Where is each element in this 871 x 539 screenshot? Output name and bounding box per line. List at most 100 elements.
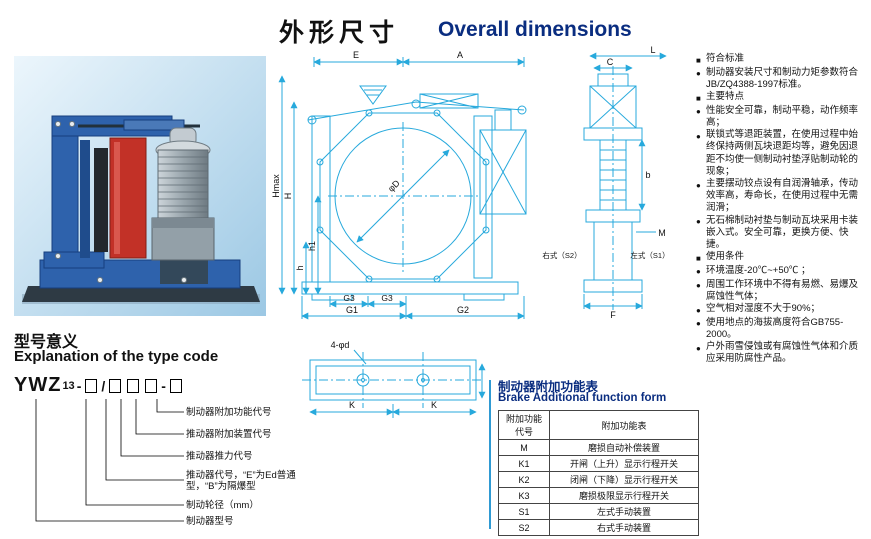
product-photo <box>14 56 266 316</box>
dim-label-h1: h1 <box>307 241 317 251</box>
dim-label-phi-d: φD <box>386 178 402 194</box>
list-item: ●制动器安装尺寸和制动力矩参数符合JB/ZQ4388-1997标准。 <box>696 66 859 90</box>
bullet-icon: ● <box>696 180 701 190</box>
cell-code: K3 <box>498 487 550 504</box>
brake-lever <box>80 140 90 258</box>
cell-desc: 闭闸（下降）显示行程开关 <box>549 471 699 488</box>
list-item: ●联锁式等退距装置，在使用过程中始终保持两侧瓦块退距均等，避免因退距不均使一侧制… <box>696 129 859 177</box>
bullet-icon: ● <box>696 305 701 315</box>
list-item: ●性能安全可靠，制动平稳，动作频率高； <box>696 104 859 129</box>
brake-shoe <box>94 148 108 252</box>
cell-code: K2 <box>498 471 550 488</box>
type-code-box-force <box>127 378 140 393</box>
table-row: M 磨损自动补偿装置 <box>498 439 699 456</box>
bullet-icon: ● <box>696 281 701 291</box>
bolt-heads <box>55 121 187 283</box>
dim-label-g3-right: G3 <box>381 293 393 303</box>
table-row: K1 开闸（上升）显示行程开关 <box>498 455 699 472</box>
cell-desc: 开闸（上升）显示行程开关 <box>549 455 699 472</box>
cell-desc: 磨损极限显示行程开关 <box>549 487 699 504</box>
label-left-s1: 左式（S1） <box>630 250 669 260</box>
list-item: ●主要摆动铰点设有自润滑轴承，传动效率高，寿命长，在使用过程中无需润滑； <box>696 178 859 214</box>
dim-label-g3-left: G3 <box>343 293 355 303</box>
cell-code: S2 <box>498 519 550 536</box>
page-title-en: Overall dimensions <box>438 18 632 41</box>
dim-label-m: M <box>658 228 666 238</box>
cell-code: S1 <box>498 503 550 520</box>
dimension-labels: E A C L Hmax H h h1 φD G3 G3 G1 G2 b M F… <box>271 46 670 410</box>
bullet-icon: ● <box>696 343 701 353</box>
cell-desc: 右式手动装置 <box>549 519 699 536</box>
cell-desc: 左式手动装置 <box>549 503 699 520</box>
table-row: S2 右式手动装置 <box>498 519 699 536</box>
cell-code: K1 <box>498 455 550 472</box>
type-code-title-en: Explanation of the type code <box>14 348 219 365</box>
dim-label-f: F <box>610 310 616 320</box>
column-header-desc: 附加功能表 <box>549 410 699 440</box>
page-title-zh: 外形尺寸 <box>279 19 400 47</box>
bullet-icon: ● <box>696 217 701 227</box>
dimension-drawing: E A C L Hmax H h h1 φD G3 G3 G1 G2 b M F… <box>271 46 670 418</box>
list-item: ●户外雨雪侵蚀或有腐蚀性气体和介质应采用防腐性产品。 <box>696 341 859 365</box>
brake-left-arm <box>51 115 79 267</box>
dim-label-a: A <box>457 50 463 60</box>
dim-label-c: C <box>607 57 614 67</box>
dim-label-e: E <box>353 50 359 60</box>
bullet-icon: ● <box>696 107 701 117</box>
additional-function-table: 附加功能代号 附加功能表 M 磨损自动补偿装置 K1 开闸（上升）显示行程开关 … <box>498 410 699 536</box>
front-view <box>278 57 527 320</box>
bullet-icon: ■ <box>696 93 701 103</box>
dim-label-g2: G2 <box>457 305 469 315</box>
dim-label-h-cap: H <box>283 193 293 200</box>
column-header-code: 附加功能代号 <box>498 410 550 440</box>
type-code-label-wheel-dia: 制动轮径（mm） <box>186 500 259 511</box>
cell-code: M <box>498 439 550 456</box>
list-item: ●周围工作环境中不得有易燃、易爆及腐蚀性气体； <box>696 278 859 302</box>
bullet-icon: ● <box>696 319 701 329</box>
notes-panel: ■符合标准 ●制动器安装尺寸和制动力矩参数符合JB/ZQ4388-1997标准。… <box>696 53 867 366</box>
dim-label-l: L <box>650 46 655 55</box>
type-code-label-force: 推动器推力代号 <box>186 451 253 462</box>
list-item: ■主要特点 <box>696 91 867 105</box>
label-right-s2: 右式（S2） <box>542 250 581 260</box>
bullet-icon: ● <box>696 131 701 141</box>
bullet-icon: ● <box>696 267 701 277</box>
dim-label-k-left: K <box>349 400 355 410</box>
type-code-label-attachment: 推动器附加装置代号 <box>186 429 272 440</box>
type-code-box-attachment <box>145 378 158 393</box>
type-code-series: 13 <box>62 379 75 392</box>
type-code-title-zh: 型号意义 <box>14 334 79 351</box>
callout-bolt-holes: 4-φd <box>331 340 350 350</box>
bullet-icon: ■ <box>696 253 701 263</box>
bullet-icon: ■ <box>696 55 701 65</box>
list-item: ●空气相对湿度不大于90%； <box>696 303 867 317</box>
list-item: ●环境温度-20℃~+50℃ ； <box>696 265 867 279</box>
type-code-box-thruster <box>109 378 122 393</box>
type-code-label-model: 制动器型号 <box>186 516 234 527</box>
type-code-box-wheel <box>85 378 98 393</box>
dim-label-k-right: K <box>431 400 437 410</box>
list-item: ●使用地点的海拔高度符合GB755-2000。 <box>696 316 844 340</box>
brake-spring-tube <box>123 119 185 131</box>
bullet-icon: ● <box>696 69 701 79</box>
table-header-row: 附加功能代号 附加功能表 <box>498 410 699 440</box>
section-divider-line <box>489 380 491 529</box>
dim-label-h: h <box>295 265 305 270</box>
type-code-label-thruster: 推动器代号，“E”为Ed普通型，“B”为隔爆型 <box>186 470 296 492</box>
bottom-view <box>302 349 486 418</box>
cell-desc: 磨损自动补偿装置 <box>549 439 699 456</box>
thruster-finned-body <box>157 149 209 219</box>
type-code-prefix: YWZ <box>14 374 62 396</box>
dim-label-hmax: Hmax <box>271 174 281 198</box>
type-code-connector-lines <box>35 399 184 522</box>
table-row: K3 磨损极限显示行程开关 <box>498 487 699 504</box>
function-table-title-en: Brake Additional function form <box>498 392 667 404</box>
brake-base-plate <box>22 286 260 302</box>
list-item: ●无石棉制动衬垫与制动瓦块采用卡装嵌入式。安全可靠，更换方便、快捷。 <box>696 214 859 251</box>
table-row: S1 左式手动装置 <box>498 503 699 520</box>
list-item: ■使用条件 <box>696 251 867 265</box>
type-code-label-function: 制动器附加功能代号 <box>186 407 272 418</box>
function-table-title-zh: 制动器附加功能表 <box>498 380 599 394</box>
table-row: K2 闭闸（下降）显示行程开关 <box>498 471 699 488</box>
